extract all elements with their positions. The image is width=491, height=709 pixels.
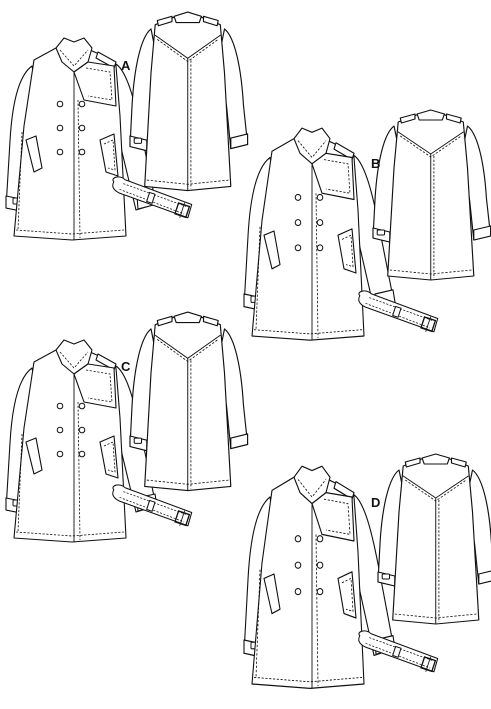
variant-a-back-view [129, 11, 249, 192]
variant-c-back-view [129, 311, 249, 492]
variant-c-label: C [121, 359, 131, 374]
variant-b-group: B [243, 109, 491, 341]
variant-d-label: D [371, 495, 380, 510]
variant-d-group: D [243, 453, 491, 690]
variant-b-back-view [372, 109, 491, 281]
variant-a-group: A [5, 11, 249, 241]
variant-d-back-view [377, 453, 491, 625]
variant-b-label: B [371, 156, 380, 171]
variant-a-label: A [121, 58, 131, 73]
variant-c-group: C [5, 311, 249, 543]
variant-b-belt [358, 290, 439, 333]
variant-d-belt [358, 630, 439, 673]
